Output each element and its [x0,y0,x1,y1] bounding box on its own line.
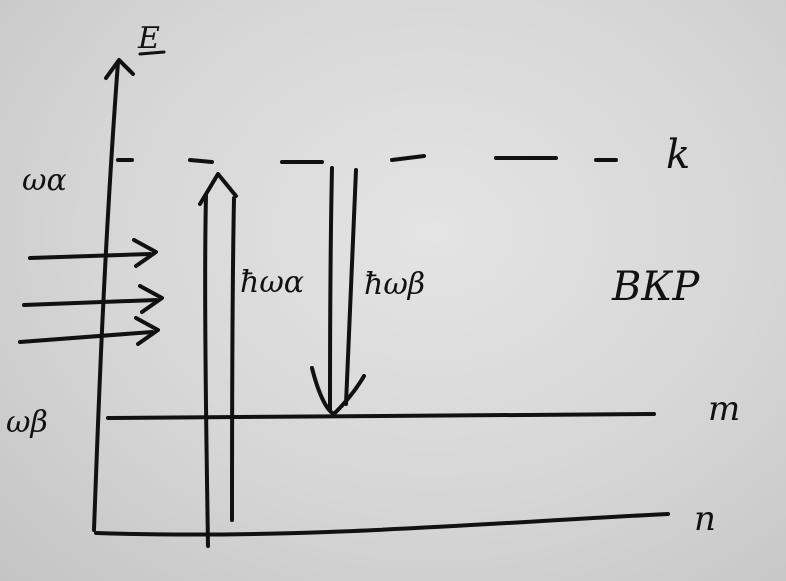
level-label-n: n [694,499,716,539]
absorption-label: ħωα [240,265,304,300]
left-label-omega-beta: ωβ [6,405,48,440]
process-label: ВКР [611,264,700,310]
level-label-k: k [666,132,690,178]
emission-double-arrow [310,166,366,416]
level-m-line [106,412,656,420]
left-label-omega-alpha: ωα [22,163,67,198]
incident-light-arrows [18,238,164,346]
energy-axis-arrowhead [104,58,135,80]
energy-axis [92,60,120,532]
level-label-m: m [708,389,740,429]
emission-label: ħωβ [364,267,425,302]
virtual-level-k [116,154,618,164]
level-n-line [94,512,670,537]
energy-axis-label: E [137,21,160,56]
absorption-double-arrow [198,172,238,548]
energy-axis-label-underline [138,50,166,56]
